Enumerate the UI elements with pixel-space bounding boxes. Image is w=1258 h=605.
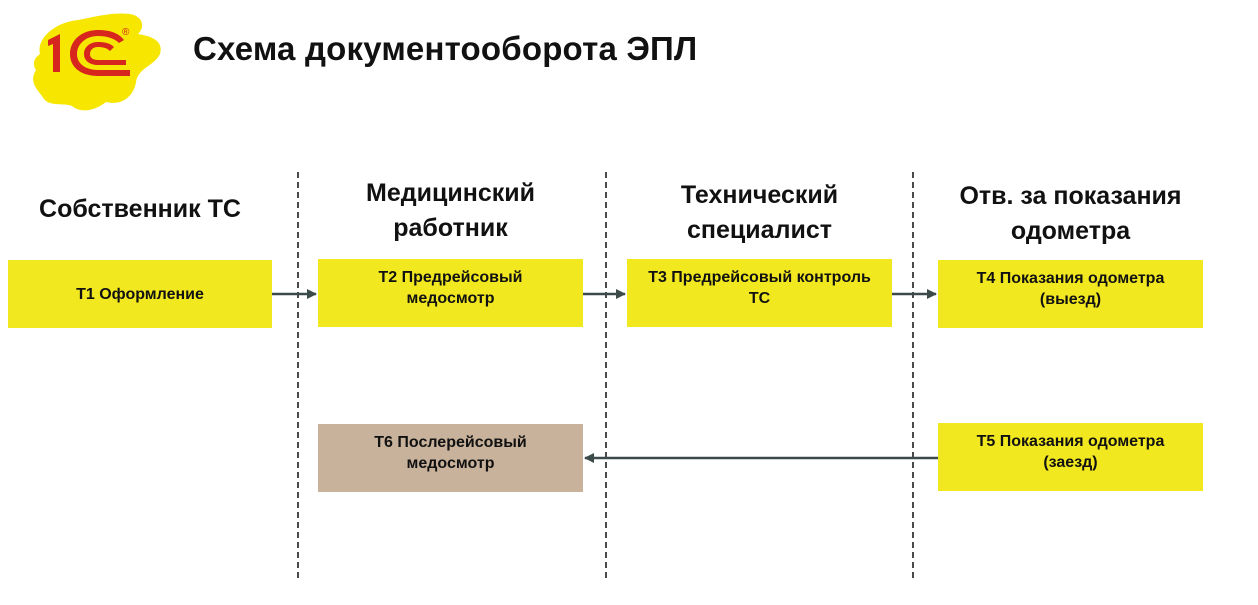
logo-letter-c-outer [70,30,130,76]
step-t6-posttrip-medical: Т6 Послерейсовый медосмотр [318,424,583,492]
column-header-medical-worker: Медицинский работник [366,179,535,242]
page-title: Схема документооборота ЭПЛ [193,30,698,67]
logo-digit-one [48,34,60,72]
lane-divider [297,172,299,578]
step-t2-pretrip-medical: Т2 Предрейсовый медосмотр [318,259,583,327]
step-t5-odometer-return: Т5 Показания одометра (заезд) [938,423,1203,491]
step-t2-label: Т2 Предрейсовый медосмотр [378,269,523,307]
1c-logo: ® [33,13,161,111]
step-t1-label: Т1 Оформление [76,285,204,303]
column-header-technical-specialist: Технический специалист [680,181,839,244]
step-t4-label: Т4 Показания одометра (выезд) [976,270,1165,308]
step-t4-odometer-departure: Т4 Показания одометра (выезд) [938,260,1203,328]
lane-divider [605,172,607,578]
step-t6-label: Т6 Послерейсовый медосмотр [374,434,527,472]
lane-divider [912,172,914,578]
column-header-odometer-responsible: Отв. за показания одометра [959,182,1182,245]
logo-letter-c-inner [84,42,126,65]
step-t3-pretrip-vehicle-control: Т3 Предрейсовый контроль ТС [627,259,892,327]
step-t5-label: Т5 Показания одометра (заезд) [976,433,1165,471]
step-t1-registration: Т1 Оформление [8,260,272,328]
logo-registered-mark: ® [122,27,130,38]
column-header-vehicle-owner: Собственник ТС [39,195,241,223]
step-t3-label: Т3 Предрейсовый контроль ТС [648,269,871,307]
